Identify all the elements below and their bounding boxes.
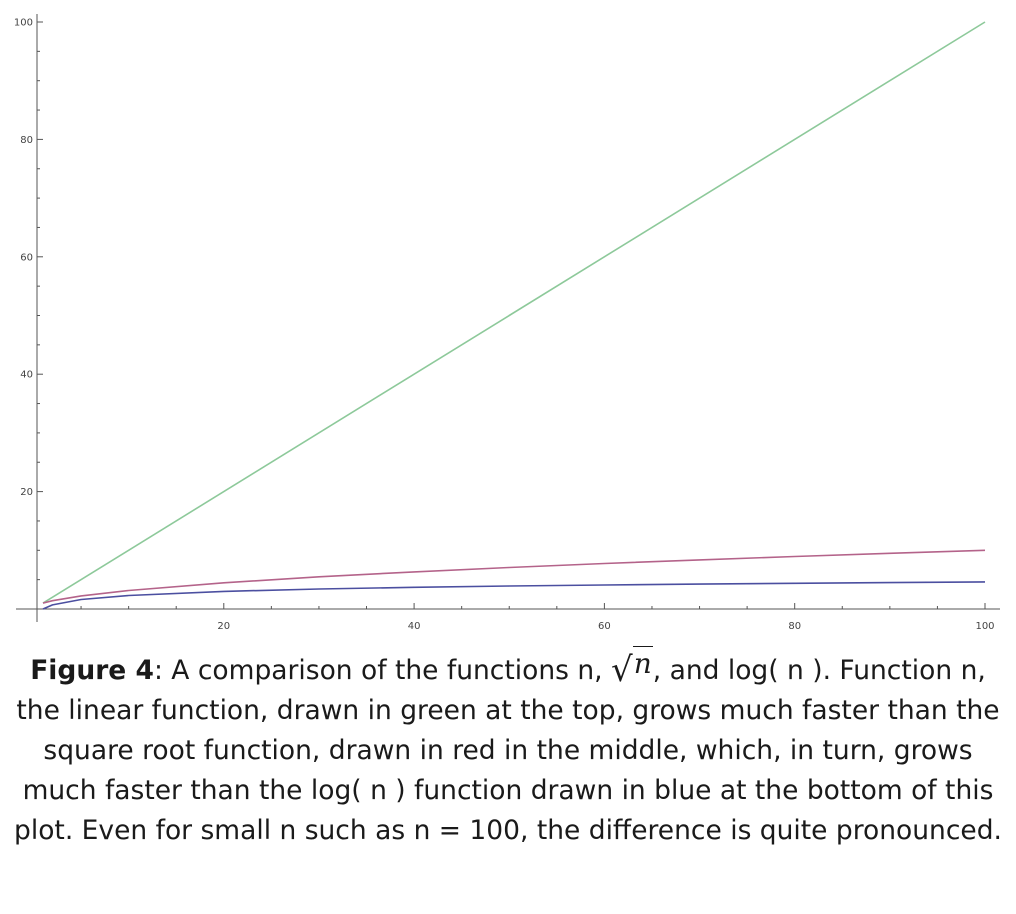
x-tick-label: 100 [975, 621, 994, 632]
sqrt-variable: n [632, 646, 653, 680]
caption-text-part2: , and log( n ). Function n, the linear f… [14, 655, 1002, 846]
caption-sep: : [153, 655, 163, 686]
sqrt-symbol: √ [611, 650, 633, 690]
caption-text-part1: A comparison of the functions n, [162, 655, 612, 686]
series-group [42, 21, 986, 610]
linear-n-line [42, 21, 986, 604]
x-tick-label: 80 [788, 621, 801, 632]
sqrt-n-line [42, 549, 986, 604]
function-comparison-chart: 20 40 60 80 100 20 40 60 80 100 [14, 14, 1000, 632]
x-tick-label: 20 [217, 621, 230, 632]
x-tick-label: 40 [408, 621, 421, 632]
log-n-line [42, 581, 986, 610]
y-tick-label: 60 [20, 252, 33, 263]
y-tick-label: 100 [14, 18, 33, 29]
figure-caption: Figure 4: A comparison of the functions … [8, 646, 1008, 851]
figure-label: Figure 4 [30, 655, 154, 686]
x-tick-label: 60 [598, 621, 611, 632]
y-tick-label: 80 [20, 135, 33, 146]
axes: 20 40 60 80 100 20 40 60 80 100 [14, 14, 1000, 632]
y-tick-label: 20 [20, 487, 33, 498]
y-tick-label: 40 [20, 370, 33, 381]
